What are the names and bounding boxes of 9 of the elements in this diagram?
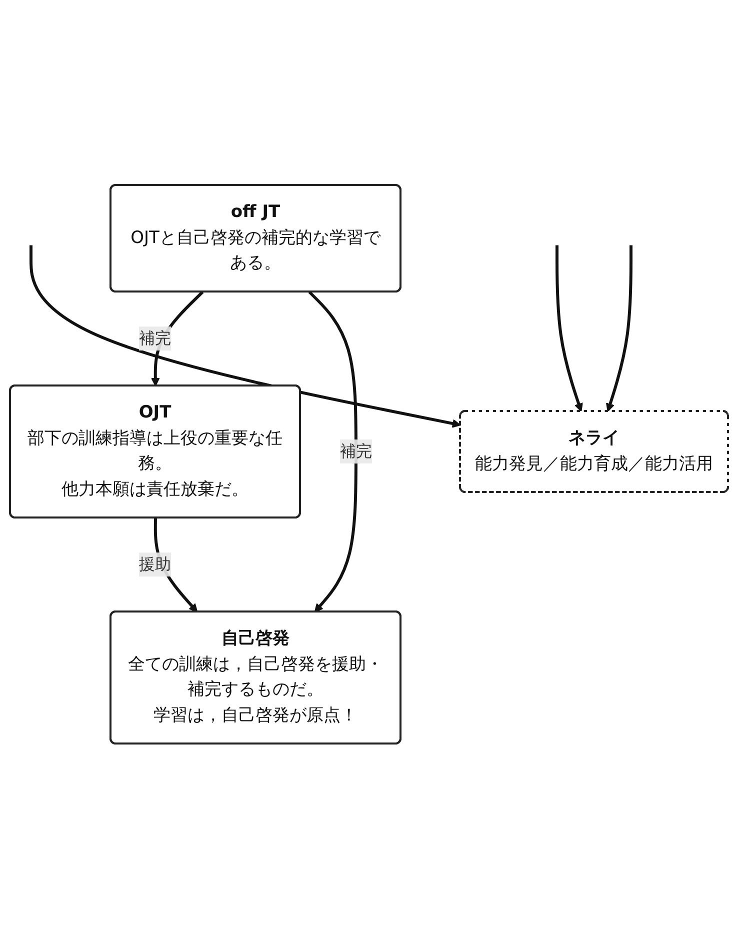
edge-label: 補完	[139, 328, 171, 348]
edge-label: 援助	[139, 554, 171, 574]
node-text: 自己啓発 全ての訓練は，自己啓発を援助・補完するものだ。 学習は，自己啓発が原点！	[128, 628, 383, 726]
arrow	[556, 246, 583, 412]
edge-label: 補完	[340, 442, 372, 461]
arrow	[30, 246, 461, 428]
node-text: off JT OJTと自己啓発の補完的な学習である。	[130, 202, 380, 274]
arrow	[606, 246, 632, 412]
arrow	[308, 291, 358, 613]
